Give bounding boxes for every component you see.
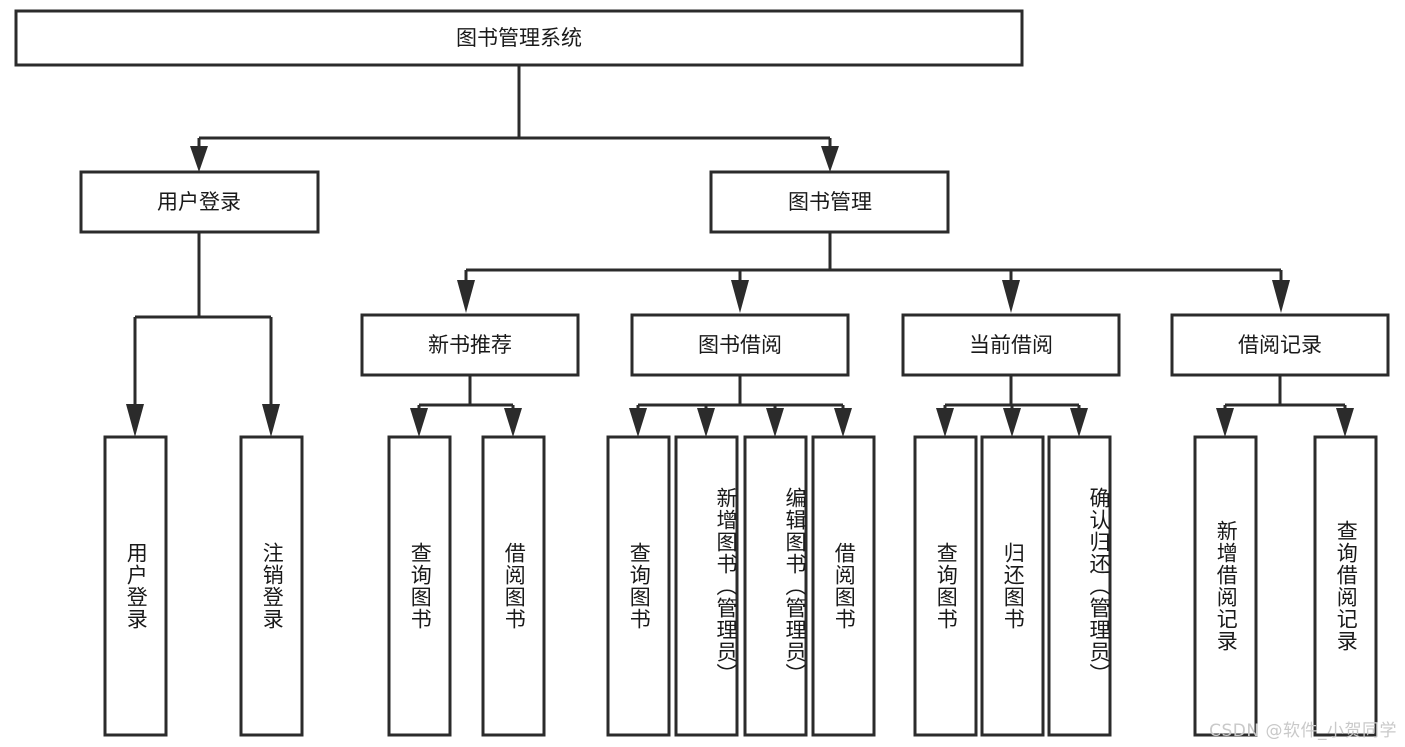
arrowhead-leaf-edit-book — [766, 408, 784, 437]
arrowhead-leaf-user-login — [126, 404, 144, 437]
arrowhead-book-borrow — [731, 280, 749, 313]
node-borrow-record-label: 借阅记录 — [1238, 333, 1322, 357]
arrowhead-leaf-return-book — [1003, 408, 1021, 437]
leaf-query-book-3-box[interactable] — [913, 435, 978, 737]
node-borrow-record-box[interactable] — [1170, 313, 1390, 377]
arrowhead-leaf-borrow-book-1 — [504, 408, 522, 437]
leaf-confirm-return-box[interactable] — [1047, 435, 1112, 737]
csdn-watermark: CSDN @软件_小贺同学 — [1209, 721, 1397, 741]
arrowhead-leaf-add-record — [1216, 408, 1234, 437]
leaf-logout-box[interactable] — [239, 435, 304, 737]
arrowhead-leaf-query-book-3 — [936, 408, 954, 437]
arrowhead-current-borrow — [1002, 280, 1020, 313]
node-current-borrow-label: 当前借阅 — [969, 333, 1053, 357]
leaf-return-book-box[interactable] — [980, 435, 1045, 737]
node-book-borrow-box[interactable] — [630, 313, 850, 377]
leaf-add-record-box[interactable] — [1193, 435, 1258, 737]
node-new-book-recommend-box[interactable] — [360, 313, 580, 377]
leaf-borrow-book-2-box[interactable] — [811, 435, 876, 737]
leaf-add-book-box[interactable] — [674, 435, 739, 737]
leaf-query-record-box[interactable] — [1313, 435, 1378, 737]
arrowhead-leaf-confirm-return — [1070, 408, 1088, 437]
leaf-query-book-2-box[interactable] — [606, 435, 671, 737]
arrowhead-leaf-borrow-book-2 — [834, 408, 852, 437]
node-book-manage-box[interactable] — [709, 170, 950, 234]
arrowhead-new-book-recommend — [457, 280, 475, 313]
arrowhead-leaf-query-book-2 — [629, 408, 647, 437]
arrowhead-borrow-record — [1272, 280, 1290, 313]
leaf-query-book-1-box[interactable] — [387, 435, 452, 737]
node-current-borrow-box[interactable] — [901, 313, 1121, 377]
leaf-user-login-box[interactable] — [103, 435, 168, 737]
node-root-box[interactable] — [14, 9, 1024, 67]
arrowhead-leaf-add-book — [697, 408, 715, 437]
node-new-book-recommend-label: 新书推荐 — [428, 333, 512, 357]
node-root-label: 图书管理系统 — [456, 26, 582, 50]
arrowhead-leaf-query-book-1 — [410, 408, 428, 437]
node-book-manage-label: 图书管理 — [788, 190, 872, 214]
arrowhead-book-manage — [821, 146, 839, 172]
leaf-borrow-book-1-box[interactable] — [481, 435, 546, 737]
arrowhead-leaf-logout — [262, 404, 280, 437]
arrowhead-leaf-query-record — [1336, 408, 1354, 437]
arrowhead-user-login — [190, 146, 208, 172]
leaf-edit-book-box[interactable] — [743, 435, 808, 737]
node-user-login-label: 用户登录 — [157, 190, 241, 214]
node-book-borrow-label: 图书借阅 — [698, 333, 782, 357]
